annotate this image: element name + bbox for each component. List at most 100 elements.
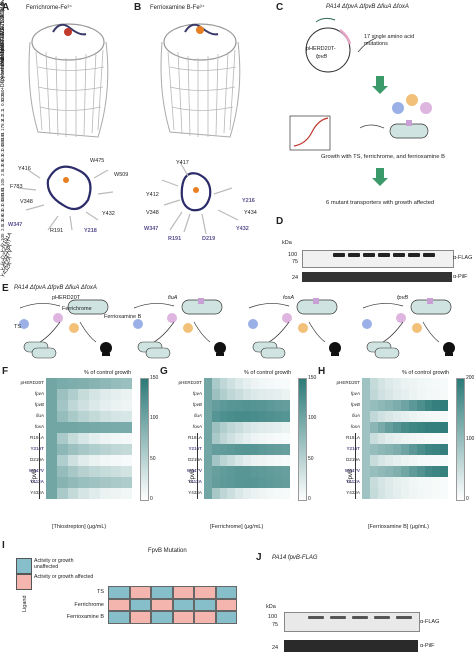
residue-label: Y432 (236, 226, 249, 232)
heatmap-cell (258, 455, 267, 467)
colorbar-tick: 150 (308, 375, 317, 381)
heatmap-cell (67, 444, 79, 456)
heatmap-row-label: fpvA (350, 391, 360, 396)
heatmap-cell (393, 422, 402, 434)
matrix-cell (215, 611, 237, 624)
heatmap-row-label: fpvB (34, 402, 44, 407)
heatmap-cell (401, 411, 410, 423)
heatmap-cell (78, 488, 90, 500)
heatmap-cell (424, 455, 433, 467)
heatmap-cell (121, 389, 133, 401)
heatmap-cell (408, 488, 418, 500)
heatmap-cell (56, 378, 68, 390)
band-label: α-FLAG (420, 619, 440, 625)
heatmap-cell (78, 422, 90, 434)
heatmap-cell (211, 488, 220, 500)
colorbar (298, 378, 307, 501)
residue-label: D219 (202, 236, 216, 242)
heatmap-cell (401, 455, 410, 467)
heatmap-row-label: W347V (28, 468, 44, 473)
heatmap-cell (385, 488, 394, 500)
heatmap-cell (99, 400, 111, 412)
heatmap-cell (89, 400, 101, 412)
heatmap-cell (377, 477, 386, 489)
heatmap-cell (282, 389, 291, 401)
heatmap-cell (235, 433, 244, 445)
heatmap-cell (266, 422, 275, 434)
heatmap-cell (408, 411, 418, 423)
heatmap-cell (78, 378, 90, 390)
heatmap-cell (424, 400, 433, 412)
heatmap-cell (393, 389, 402, 401)
heatmap-row-label: D219A (187, 457, 202, 462)
heatmap-cell (243, 400, 252, 412)
heatmap-cell (274, 488, 283, 500)
heatmap-cell (440, 433, 449, 445)
residue-label: W347 (144, 226, 159, 232)
heatmap-cell (211, 433, 220, 445)
matrix-cell (215, 598, 237, 611)
residue-label: W475 (90, 158, 105, 164)
heatmap-cell (243, 433, 252, 445)
heatmap-cell (219, 422, 228, 434)
heatmap-cell (369, 466, 378, 478)
marker-label: 100 (288, 252, 298, 258)
heatmap-row-label: Y412A (29, 479, 44, 484)
x-axis-label: [Ferrioxamine B] (μg/mL) (368, 524, 429, 530)
heatmap-cell (424, 488, 433, 500)
heatmap-row-label: fpvA (192, 391, 202, 396)
heatmap-cell (362, 444, 371, 456)
heatmap-cell (219, 400, 228, 412)
band-label: α-FLAG (453, 255, 473, 261)
heatmap-cell (369, 455, 378, 467)
heatmap-row-label: D219A (345, 457, 360, 462)
heatmap-row-label: pHERD20T (20, 380, 45, 385)
ligand-legend: Ferrioxamine B (104, 314, 142, 320)
residue-label: Y416 (18, 166, 31, 172)
heatmap-cell (424, 411, 433, 423)
heatmap-cell (432, 422, 441, 434)
heatmap-cell (219, 411, 228, 423)
heatmap-cell (408, 466, 418, 478)
heatmap-cell (110, 400, 122, 412)
heatmap-cell (89, 389, 101, 401)
heatmap-cell (250, 455, 260, 467)
colorbar-tick: 100 (466, 435, 474, 442)
marker-label: 100 (268, 614, 278, 620)
ligand-legend: Ferrichrome (62, 306, 92, 312)
heatmap-cell (266, 433, 275, 445)
heatmap-cell (432, 389, 441, 401)
heatmap-cell (46, 411, 58, 423)
heatmap-cell (369, 400, 378, 412)
heatmap-row-label: W347V (344, 468, 360, 473)
heatmap-cell (258, 411, 267, 423)
heatmap-row-label: Y216T (346, 446, 360, 451)
band-label: α-PilF (420, 643, 435, 649)
heatmap-cell (385, 411, 394, 423)
flag-band (330, 616, 346, 619)
heatmap-cell (78, 477, 90, 489)
heatmap-cell (266, 411, 275, 423)
heatmap-cell (393, 378, 402, 390)
heatmap-cell (440, 455, 449, 467)
heatmap-cell (385, 444, 394, 456)
heatmap-cell (89, 488, 101, 500)
heatmap-cell (211, 477, 220, 489)
mutations-text: 17 single amino acid mutations (364, 34, 415, 47)
heatmap-cell (204, 411, 213, 423)
heatmap-cell (227, 466, 236, 478)
flag-band (333, 253, 345, 257)
heatmap-cell (377, 400, 386, 412)
heatmap-cell (121, 433, 133, 445)
heatmap-cell (408, 477, 418, 489)
heatmap-cell (393, 466, 402, 478)
heatmap-cell (46, 378, 58, 390)
heatmap-cell (243, 444, 252, 456)
heatmap-cell (121, 488, 133, 500)
heatmap-cell (204, 389, 213, 401)
legend-swatch-unaffected (16, 558, 32, 574)
heatmap-cell (46, 433, 58, 445)
heatmap-cell (204, 378, 213, 390)
heatmap-cell (235, 488, 244, 500)
heatmap-cell (235, 400, 244, 412)
